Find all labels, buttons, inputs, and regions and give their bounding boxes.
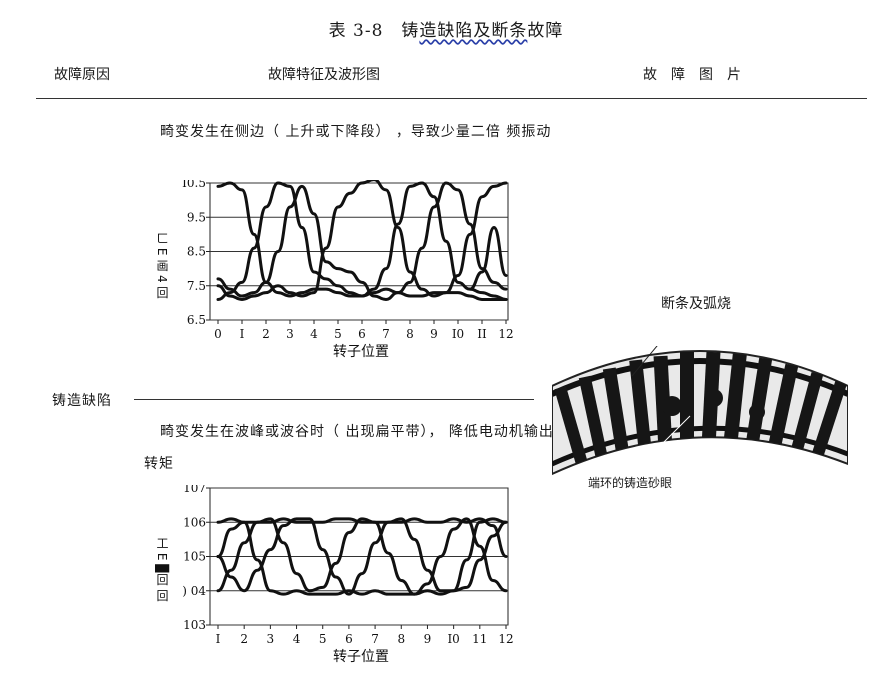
waveform-series-2	[216, 517, 508, 596]
title-prefix: 表 3-8 铸	[328, 21, 420, 41]
y-tick-label: 106	[183, 515, 206, 529]
y-tick-label: 103	[183, 618, 206, 632]
waveform-series-1	[216, 517, 508, 596]
waveform-series-4	[216, 517, 508, 558]
x-tick-label: 2	[240, 632, 248, 646]
photo-label-casting-hole: 端环的铸造砂眼	[588, 476, 673, 490]
header-fault-features: 故障特征及波形图	[268, 67, 380, 83]
title-suffix: 故障	[527, 21, 564, 41]
x-tick-label: 6	[345, 632, 353, 646]
x-axis-label: 转子位置	[333, 649, 389, 665]
x-tick-label: 11	[472, 632, 487, 646]
y-tick-label: ) 04	[182, 584, 206, 598]
x-tick-label: I0	[447, 632, 459, 646]
x-tick-label: 4	[293, 632, 301, 646]
photo-label-broken-bar: 断条及弧烧	[661, 296, 731, 312]
waveform-series-2	[216, 181, 508, 301]
x-tick-label: 0	[214, 327, 222, 341]
y-tick-label: 7.5	[187, 279, 206, 293]
x-tick-label: 5	[319, 632, 327, 646]
x-tick-label: 3	[267, 632, 275, 646]
waveform-series-4	[216, 180, 508, 301]
y-tick-label: 8.5	[187, 245, 206, 259]
y-tick-label: 105	[183, 550, 206, 564]
x-tick-label: 12	[498, 327, 513, 341]
x-tick-label: 4	[310, 327, 318, 341]
row-rule	[134, 399, 534, 400]
x-tick-label: I	[216, 632, 221, 646]
x-tick-label: 3	[286, 327, 294, 341]
x-tick-label: II	[477, 327, 487, 341]
header-rule	[36, 98, 867, 99]
y-axis-label: 工 E ▉回 回	[155, 537, 170, 601]
header-fault-cause: 故障原因	[54, 67, 110, 83]
x-tick-label: 8	[406, 327, 414, 341]
y-tick-label: 107	[183, 485, 206, 495]
fault-cause-label: 铸造缺陷	[52, 393, 112, 409]
y-tick-label: 9.5	[187, 210, 206, 224]
feature-description-2: 畸变发生在波峰或波谷时（ 出现扁平带）， 降低电动机输出转矩	[144, 424, 554, 472]
x-tick-label: 9	[430, 327, 438, 341]
y-axis-label: ㄈ E 画 4 回	[155, 232, 169, 298]
x-tick-label: 8	[397, 632, 405, 646]
waveform-series-5	[468, 226, 508, 291]
y-tick-label: I0.5	[182, 180, 206, 190]
header-fault-images: 故障图片	[643, 67, 755, 83]
x-axis-label: 转子位置	[333, 344, 389, 360]
x-tick-label: I0	[452, 327, 464, 341]
x-tick-label: 5	[334, 327, 342, 341]
rotor-fault-photo	[552, 346, 848, 476]
waveform-series-3	[216, 181, 508, 301]
waveform-series-3	[216, 517, 508, 596]
x-tick-label: 12	[498, 632, 513, 646]
x-tick-label: 9	[424, 632, 432, 646]
waveform-chart-1: 6.5 7.5 8.5 9.5 I0.5 0 I 2 3 4 5 6 7 8 9 I0 II 12 ㄈ E 画 4 …	[155, 180, 514, 360]
y-tick-label: 6.5	[187, 313, 206, 327]
x-tick-label: I	[240, 327, 245, 341]
x-tick-label: 7	[382, 327, 390, 341]
feature-description-1: 畸变发生在侧边（ 上升或下降段） ，导致少量二倍 频振动	[160, 124, 552, 140]
x-tick-label: 7	[371, 632, 379, 646]
title-underlined: 造缺陷及断条	[419, 21, 528, 41]
x-tick-label: 2	[262, 327, 270, 341]
table-title: 表 3-8 铸造缺陷及断条故障	[0, 16, 892, 41]
x-tick-label: 6	[358, 327, 366, 341]
